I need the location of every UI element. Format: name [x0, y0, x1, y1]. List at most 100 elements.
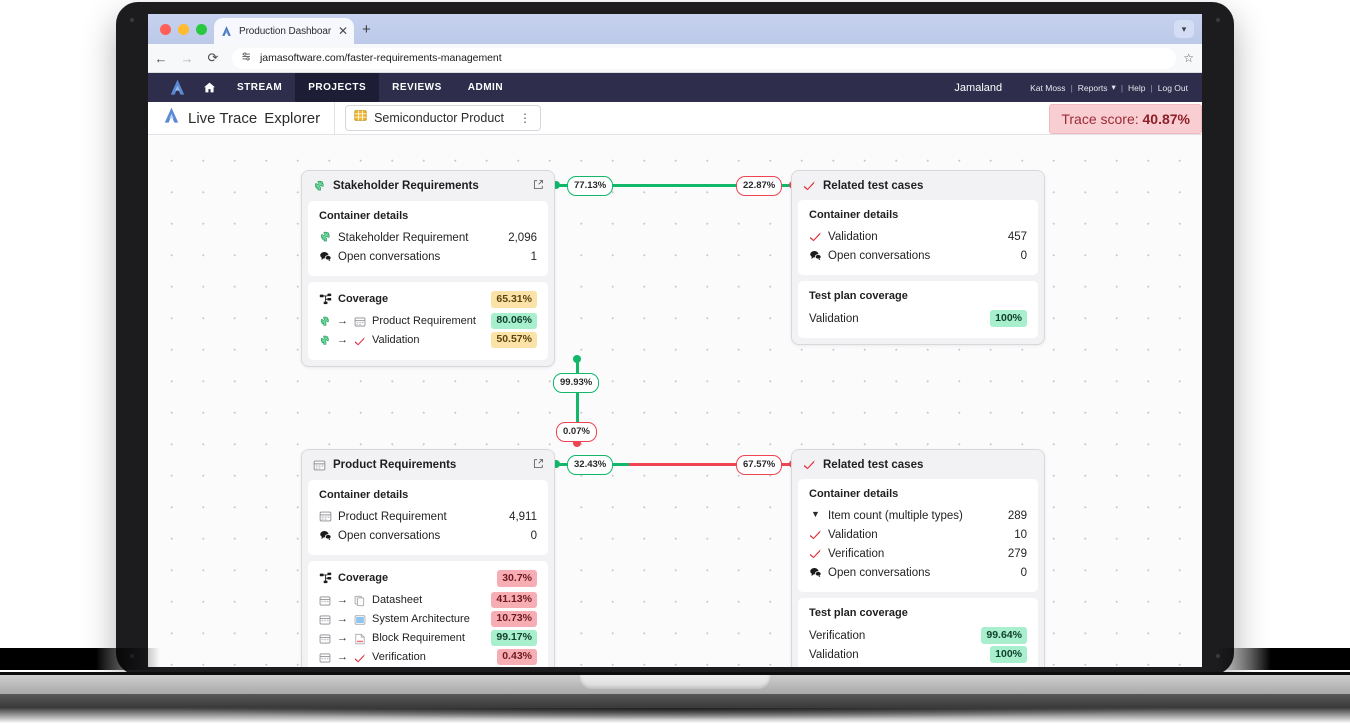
product-req-icon [319, 613, 331, 625]
coverage-row-label: Product Requirement [372, 315, 476, 328]
sub-header: Live Trace Explorer Semiconductor Produc… [148, 101, 1202, 135]
panel-stakeholder-details: Container details Stakeholder Requiremen… [308, 201, 548, 276]
detail-row: Open conversations 0 [319, 526, 537, 545]
laptop-base-shadow [0, 694, 1350, 724]
project-kebab-icon[interactable]: ⋮ [519, 111, 532, 125]
card-stakeholder-related-tests[interactable]: Related test cases Container details Val… [791, 170, 1045, 345]
plan-pill: 99.64% [981, 627, 1027, 644]
trace-canvas[interactable]: 77.13% 22.87% 99.93% 0.07% 32.43% 67.57% [148, 135, 1202, 667]
product-req-icon [313, 459, 326, 472]
reload-icon[interactable]: ⟳ [207, 50, 219, 65]
panel-title-container-details: Container details [319, 210, 409, 222]
bookmark-star-icon[interactable]: ☆ [1183, 51, 1194, 65]
connector-badge-top-right[interactable]: 22.87% [736, 176, 783, 196]
nav-separator-2: | [1120, 82, 1124, 93]
connector-badge-mid-upper[interactable]: 99.93% [553, 373, 600, 393]
panel-title-container-details: Container details [319, 489, 409, 501]
logout-link[interactable]: Log Out [1157, 82, 1188, 93]
check-red-icon [354, 651, 366, 663]
connector-badge-mid-lower[interactable]: 0.07% [556, 422, 597, 442]
right-edge-shadow [1218, 648, 1350, 670]
left-edge-shadow [0, 648, 160, 670]
detail-value: 2,096 [508, 231, 537, 244]
coverage-icon [319, 572, 332, 585]
product-req-icon [319, 510, 332, 523]
coverage-header: Coverage 30.7% [319, 570, 537, 587]
connector-badge-bottom-left[interactable]: 32.43% [567, 455, 614, 475]
jama-logo-icon[interactable] [160, 78, 194, 97]
coverage-header: Coverage 65.31% [319, 291, 537, 308]
trace-score-label: Trace score: [1061, 111, 1139, 127]
card-header-related-tests-bottom: Related test cases [792, 450, 1044, 479]
puzzle-green-icon [319, 315, 331, 327]
nav-item-reviews[interactable]: REVIEWS [392, 82, 442, 93]
open-external-icon[interactable] [533, 179, 544, 193]
panel-related-tests-bottom-details: Container details ▼ Item count (multiple… [798, 479, 1038, 592]
window-maximize-button[interactable] [196, 24, 207, 35]
project-selector[interactable]: Semiconductor Product ⋮ [345, 105, 541, 131]
plan-label: Validation [809, 312, 859, 325]
connector-line-bottom-red [629, 462, 794, 466]
detail-row: Open conversations 0 [809, 246, 1027, 265]
card-product-requirements[interactable]: Product Requirements Container details P… [301, 449, 555, 667]
nav-item-projects[interactable]: PROJECTS [295, 73, 380, 102]
nav-item-stream[interactable]: STREAM [237, 82, 283, 93]
product-req-icon [319, 651, 331, 663]
back-arrow-icon[interactable]: ← [154, 50, 168, 66]
datasheet-icon [354, 594, 366, 607]
conversations-icon [319, 529, 332, 542]
tab-close-icon[interactable]: ✕ [337, 24, 348, 38]
coverage-row-pill: 50.57% [491, 331, 537, 349]
lid-screw-tl [130, 18, 134, 22]
coverage-row-label: Datasheet [372, 594, 423, 607]
window-minimize-button[interactable] [178, 24, 189, 35]
user-name-link[interactable]: Kat Moss [1030, 82, 1066, 93]
project-name: Semiconductor Product [374, 111, 504, 125]
plan-row: Verification 99.64% [809, 626, 1027, 645]
coverage-row-pill: 41.13% [491, 591, 537, 609]
detail-value: 1 [530, 250, 537, 263]
window-close-button[interactable] [160, 24, 171, 35]
detail-label: Validation [828, 230, 878, 243]
connector-line-mid [575, 359, 579, 442]
plan-pill: 100% [990, 310, 1027, 327]
open-external-icon[interactable] [533, 458, 544, 472]
detail-value: 10 [1014, 528, 1027, 541]
panel-related-tests-top-details: Container details Validation 457 Open co… [798, 200, 1038, 275]
card-product-related-tests[interactable]: Related test cases Container details ▼ I… [791, 449, 1045, 667]
arrow-right-icon: → [337, 334, 348, 347]
connector-badge-top-left[interactable]: 77.13% [567, 176, 614, 196]
card-stakeholder-requirements[interactable]: Stakeholder Requirements Container detai… [301, 170, 555, 367]
coverage-row-pill: 80.06% [491, 312, 537, 330]
check-red-icon [803, 179, 816, 192]
panel-title-container-details: Container details [809, 209, 899, 221]
plan-row: Validation 100% [809, 309, 1027, 328]
detail-row: ▼ Item count (multiple types) 289 [809, 506, 1027, 525]
reports-menu[interactable]: Reports [1077, 82, 1108, 93]
chevron-down-icon[interactable]: ▾ [1174, 20, 1194, 38]
new-tab-icon[interactable]: + [362, 21, 371, 38]
address-bar-input[interactable]: jamasoftware.com/faster-requirements-man… [232, 47, 1176, 69]
detail-label: Open conversations [338, 529, 441, 542]
panel-related-tests-bottom-plan: Test plan coverage Verification 99.64% V… [798, 598, 1038, 667]
detail-value: 289 [1007, 509, 1027, 522]
browser-url-bar: ← → ⟳ jamasoftware.com/faster-requiremen… [148, 44, 1202, 73]
connector-badge-bottom-right[interactable]: 67.57% [736, 455, 783, 475]
detail-value: 0 [1020, 566, 1027, 579]
caret-down-icon[interactable]: ▼ [811, 509, 820, 519]
browser-tab[interactable]: Production Dashboar ✕ [214, 18, 354, 44]
app-navbar: STREAM PROJECTS REVIEWS ADMIN Jamaland K… [148, 73, 1202, 102]
reports-caret-icon[interactable]: ▾ [1111, 82, 1116, 92]
coverage-row: → System Architecture 10.73% [319, 610, 537, 629]
help-link[interactable]: Help [1128, 82, 1146, 93]
site-settings-icon[interactable] [241, 49, 252, 67]
nav-item-admin[interactable]: ADMIN [467, 82, 504, 93]
check-red-icon [809, 547, 822, 560]
coverage-row: → Validation 50.57% [319, 331, 537, 350]
home-icon[interactable] [194, 81, 224, 94]
organization-label: Jamaland [954, 81, 1003, 94]
explorer-label: Explorer [264, 109, 321, 127]
forward-arrow-icon[interactable]: → [180, 50, 194, 66]
detail-value: 0 [1020, 249, 1027, 262]
